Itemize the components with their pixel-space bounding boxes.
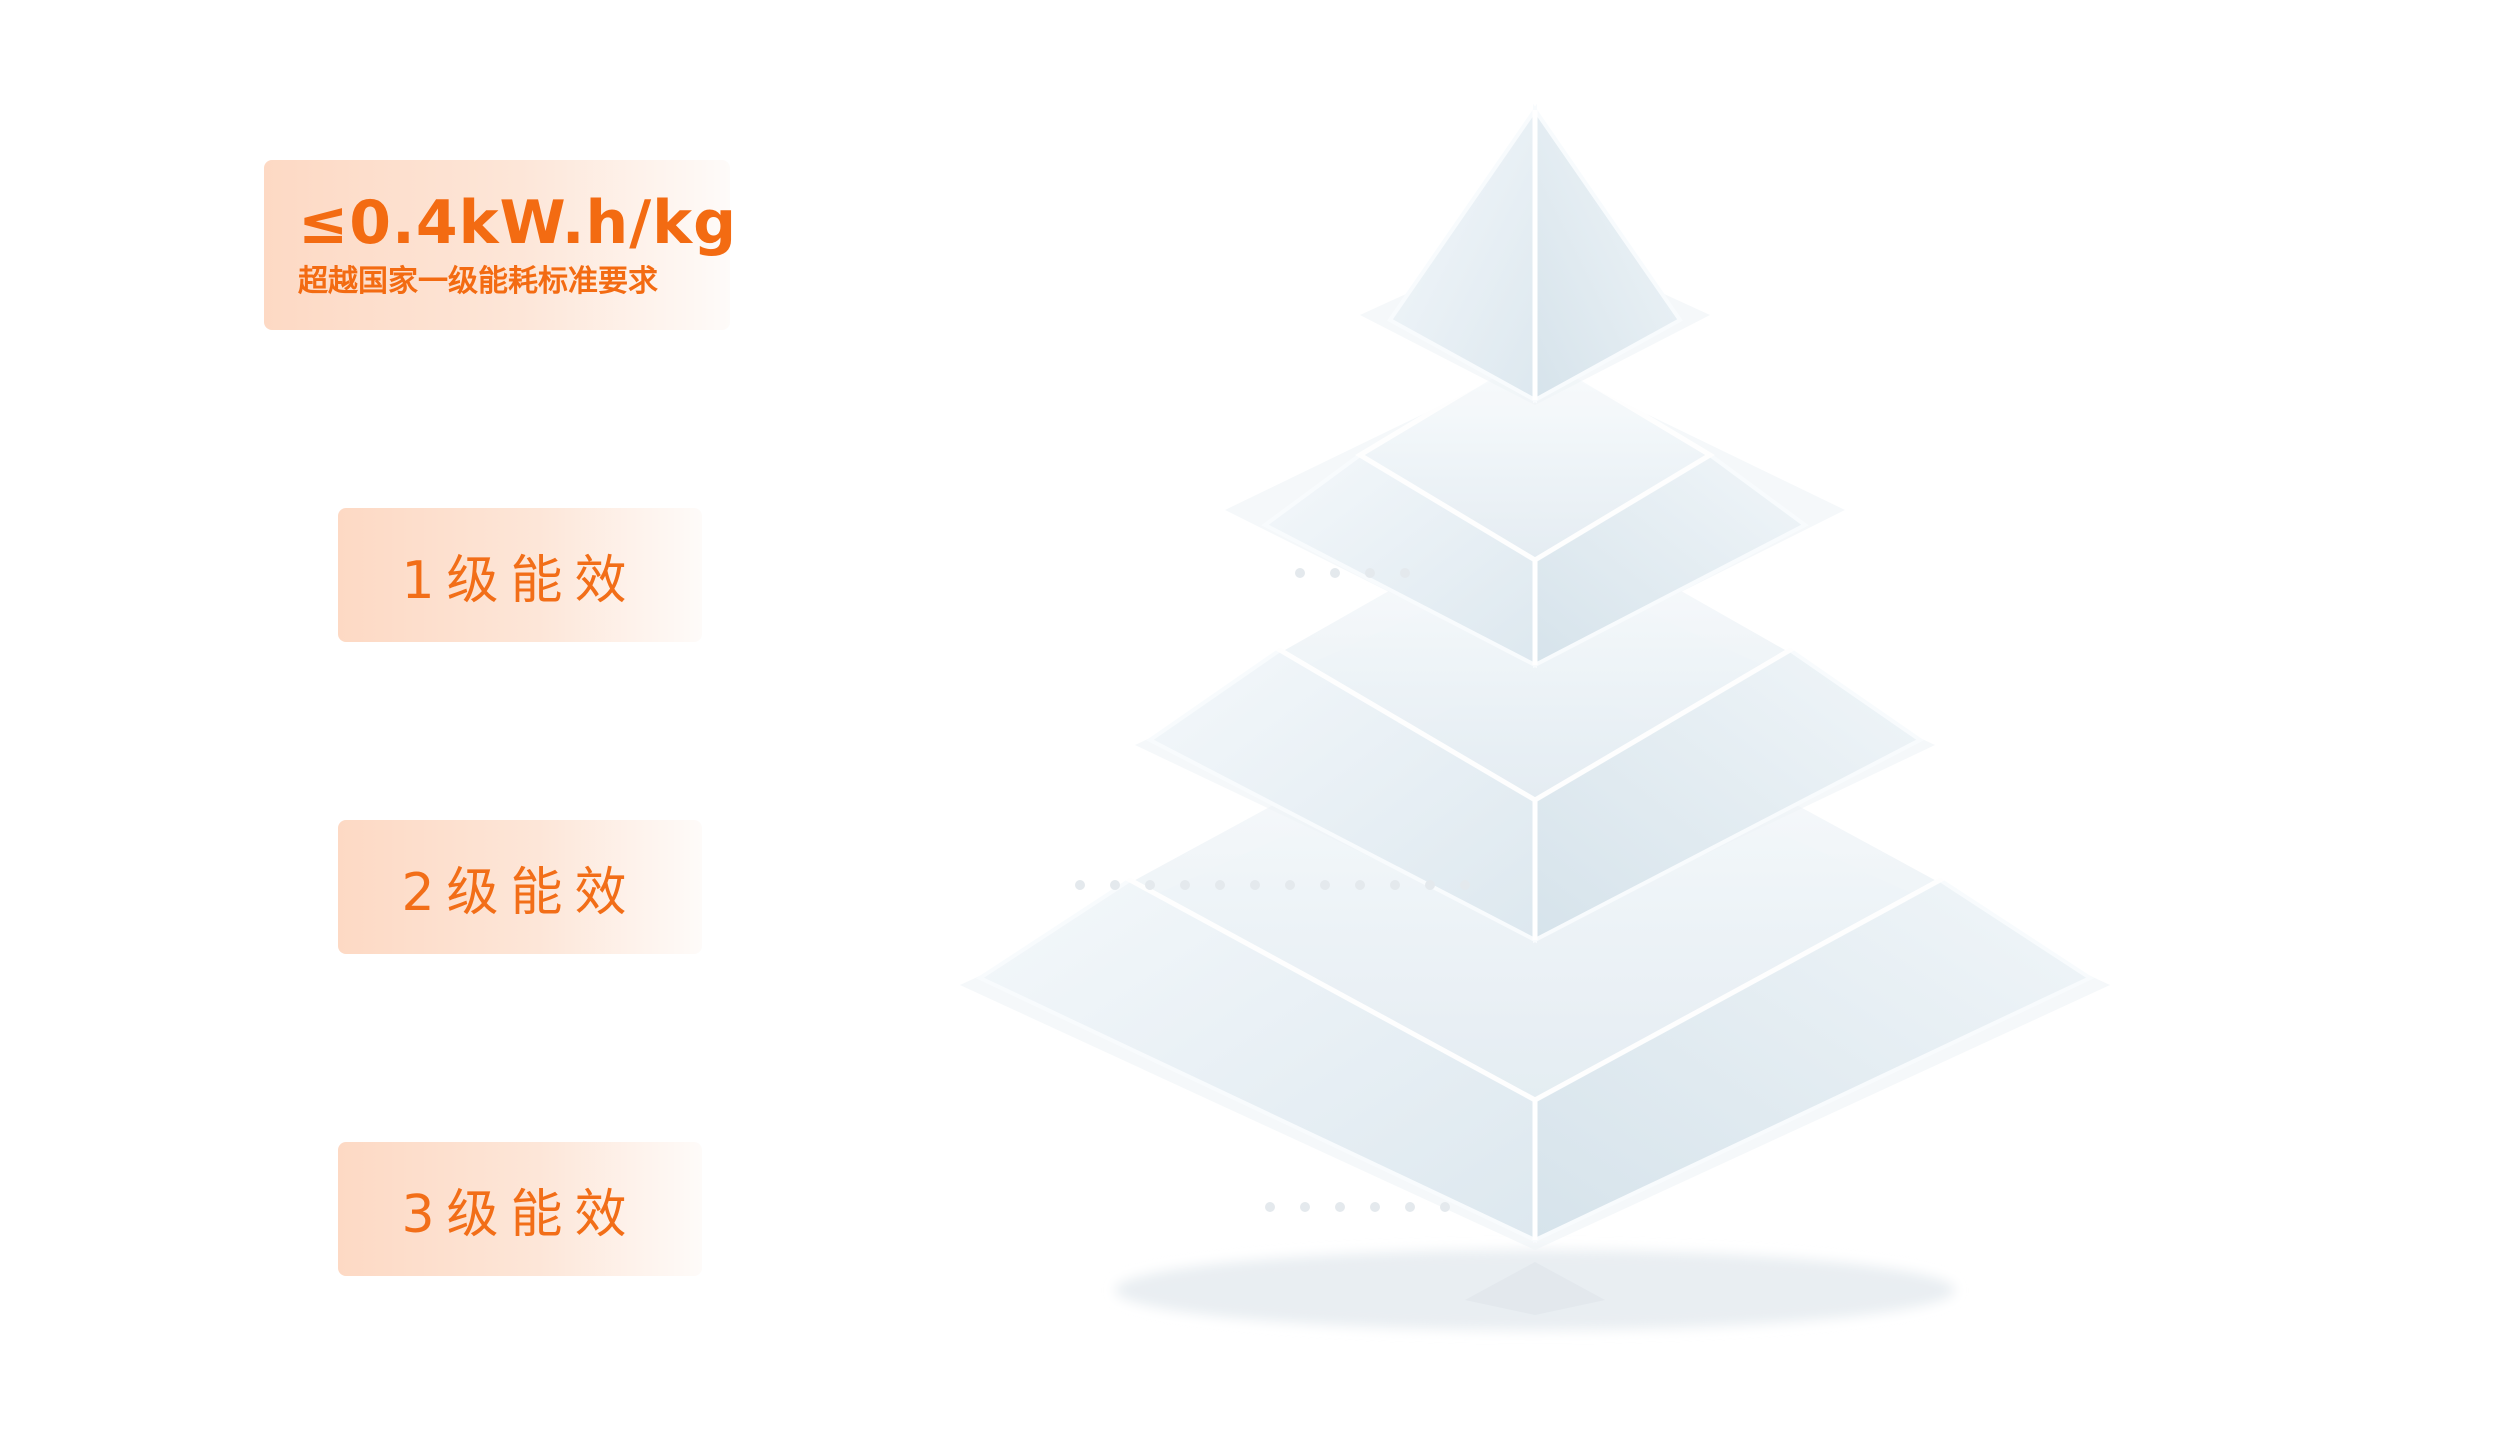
energy-level-3-label: 3级能效 [401, 1184, 639, 1245]
connector-dots [1075, 568, 1470, 1212]
energy-level-1-label: 1级能效 [401, 550, 639, 611]
energy-consumption-subtitle: 超越国家一级能耗标准要求 [298, 264, 658, 299]
pyramid-tier-3 [960, 657, 2110, 1315]
energy-consumption-badge: ≤0.4kW.h/kg 超越国家一级能耗标准要求 [264, 160, 738, 330]
energy-level-1-card: 1级能效 [338, 508, 702, 642]
energy-level-2-label: 2级能效 [401, 862, 639, 923]
pyramid-apex [1360, 103, 1710, 405]
energy-level-3-card: 3级能效 [338, 1142, 702, 1276]
pyramid-tier-1 [1225, 347, 1845, 669]
energy-level-2-card: 2级能效 [338, 820, 702, 954]
energy-consumption-value: ≤0.4kW.h/kg [298, 188, 738, 258]
